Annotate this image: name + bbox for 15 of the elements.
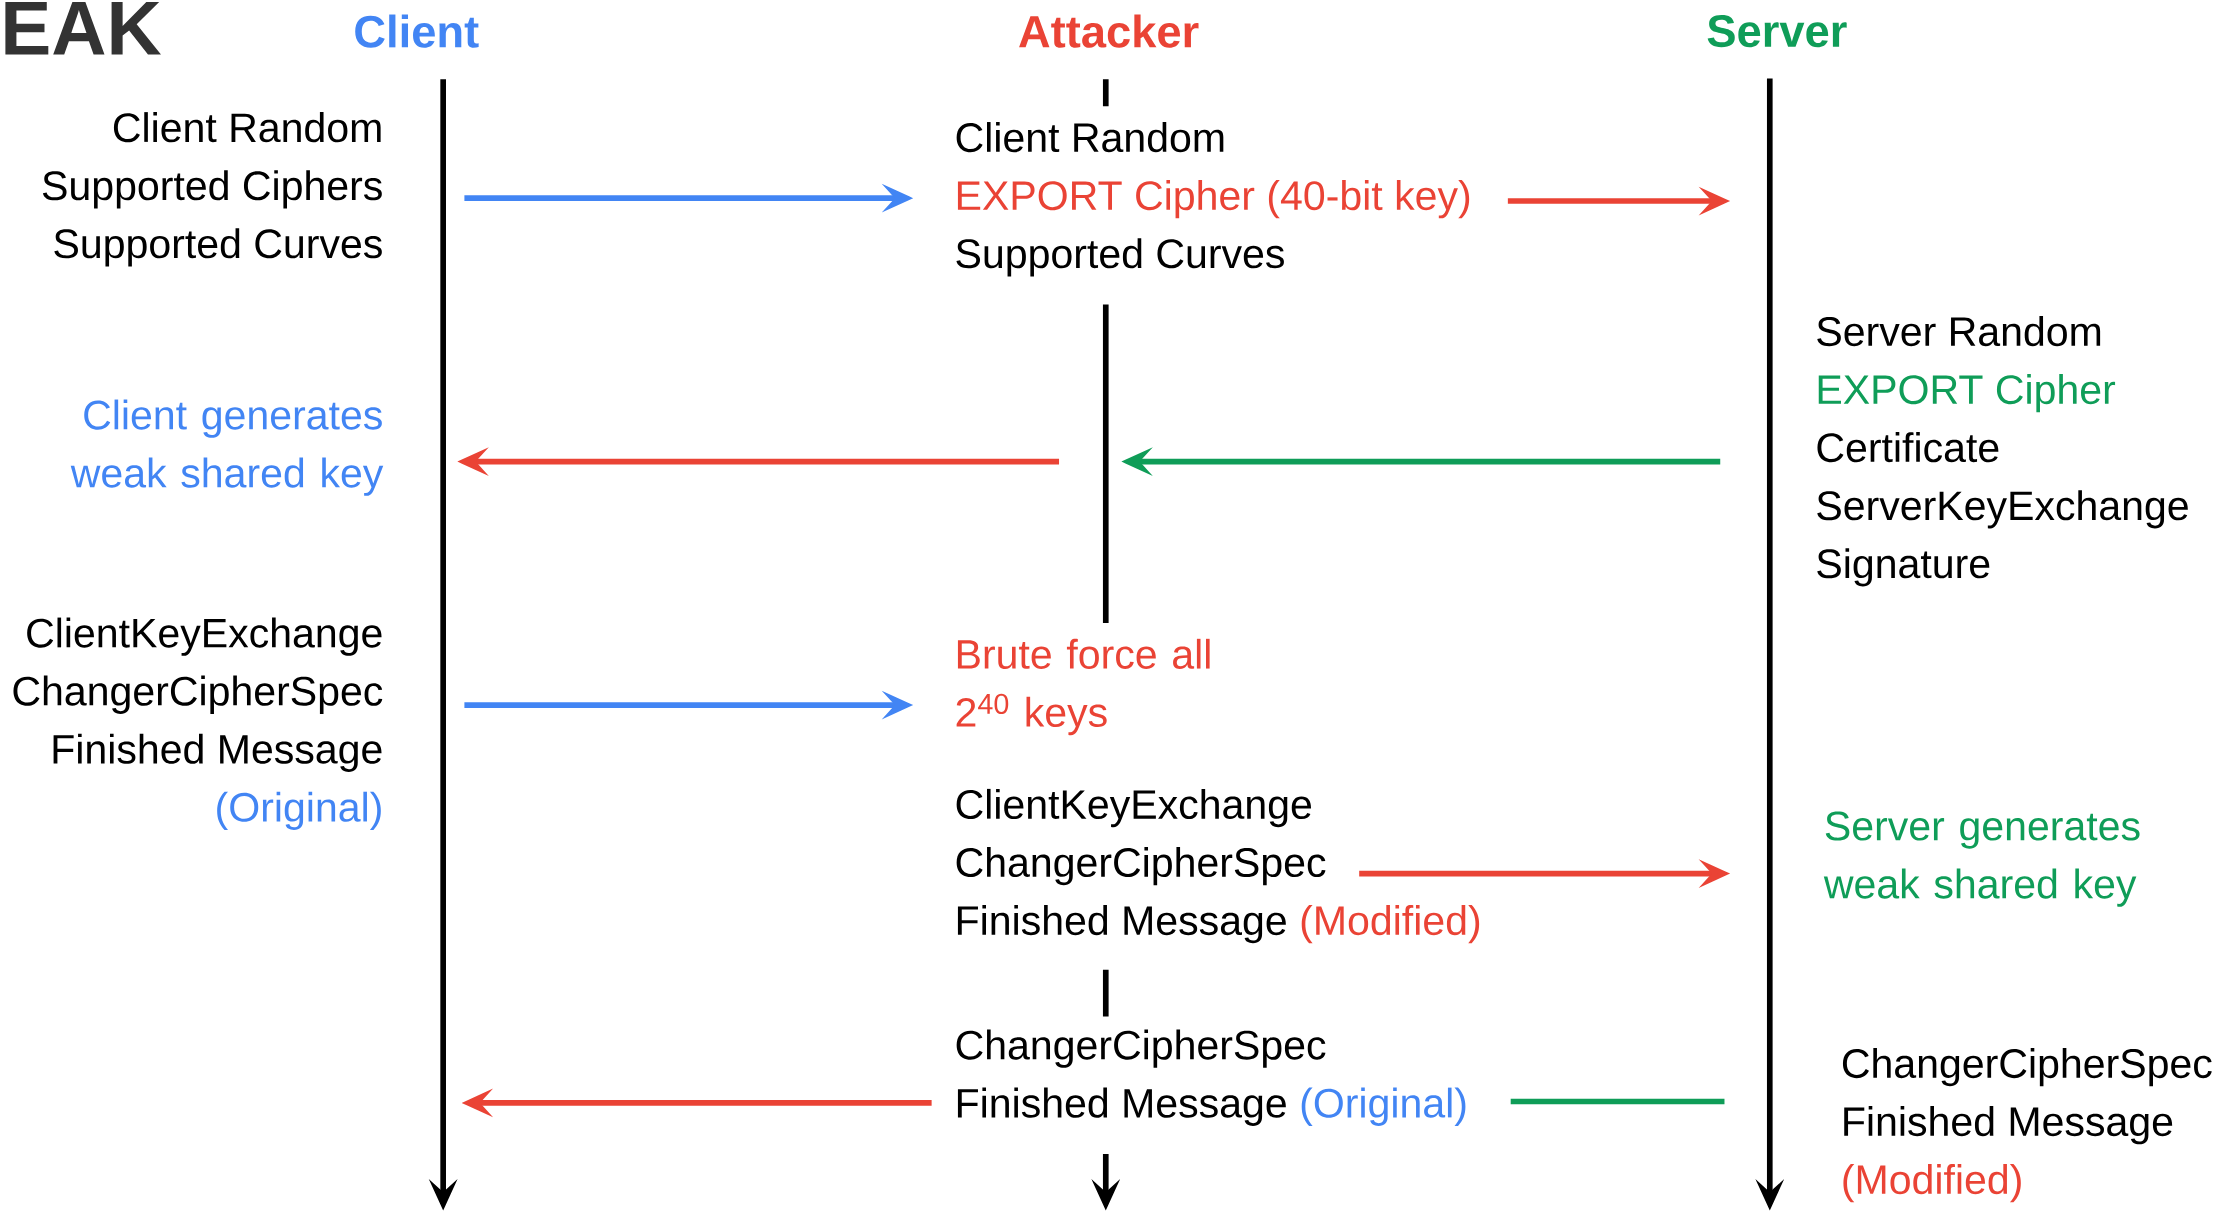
message-text: Client Random Supported Ciphers Supported Curves [42, 112, 382, 267]
message-text: Client Random EXPORT Cipher (40-bit key) Supported Curves [956, 122, 1470, 277]
message-text: Brute force all 2$^{40}$ keys [956, 638, 1210, 736]
connector-line [1510, 1098, 1725, 1105]
message-text: Server generates weak shared key [1823, 811, 2140, 907]
message-text: ClientKeyExchange ChangerCipherSpec Finished Message (Original) [13, 617, 383, 831]
lifeline-header: Client [355, 14, 479, 48]
message-text: ClientKeyExchange ChangerCipherSpec Finished Message (Modified) [956, 789, 1480, 944]
message-text: ChangerCipherSpec Finished Message (Original) [956, 1029, 1466, 1127]
message-text: ChangerCipherSpec Finished Message (Modified) [1842, 1048, 2212, 1203]
lifeline-header: Server [1707, 15, 1847, 48]
message-text: Server Random EXPORT Cipher Certificate ServerKeyExchange Signature [1817, 316, 2188, 587]
lifeline-header: Attacker [1019, 14, 1199, 48]
message-text: Client generates weak shared key [70, 399, 384, 496]
title: EAK [5, 2, 161, 55]
